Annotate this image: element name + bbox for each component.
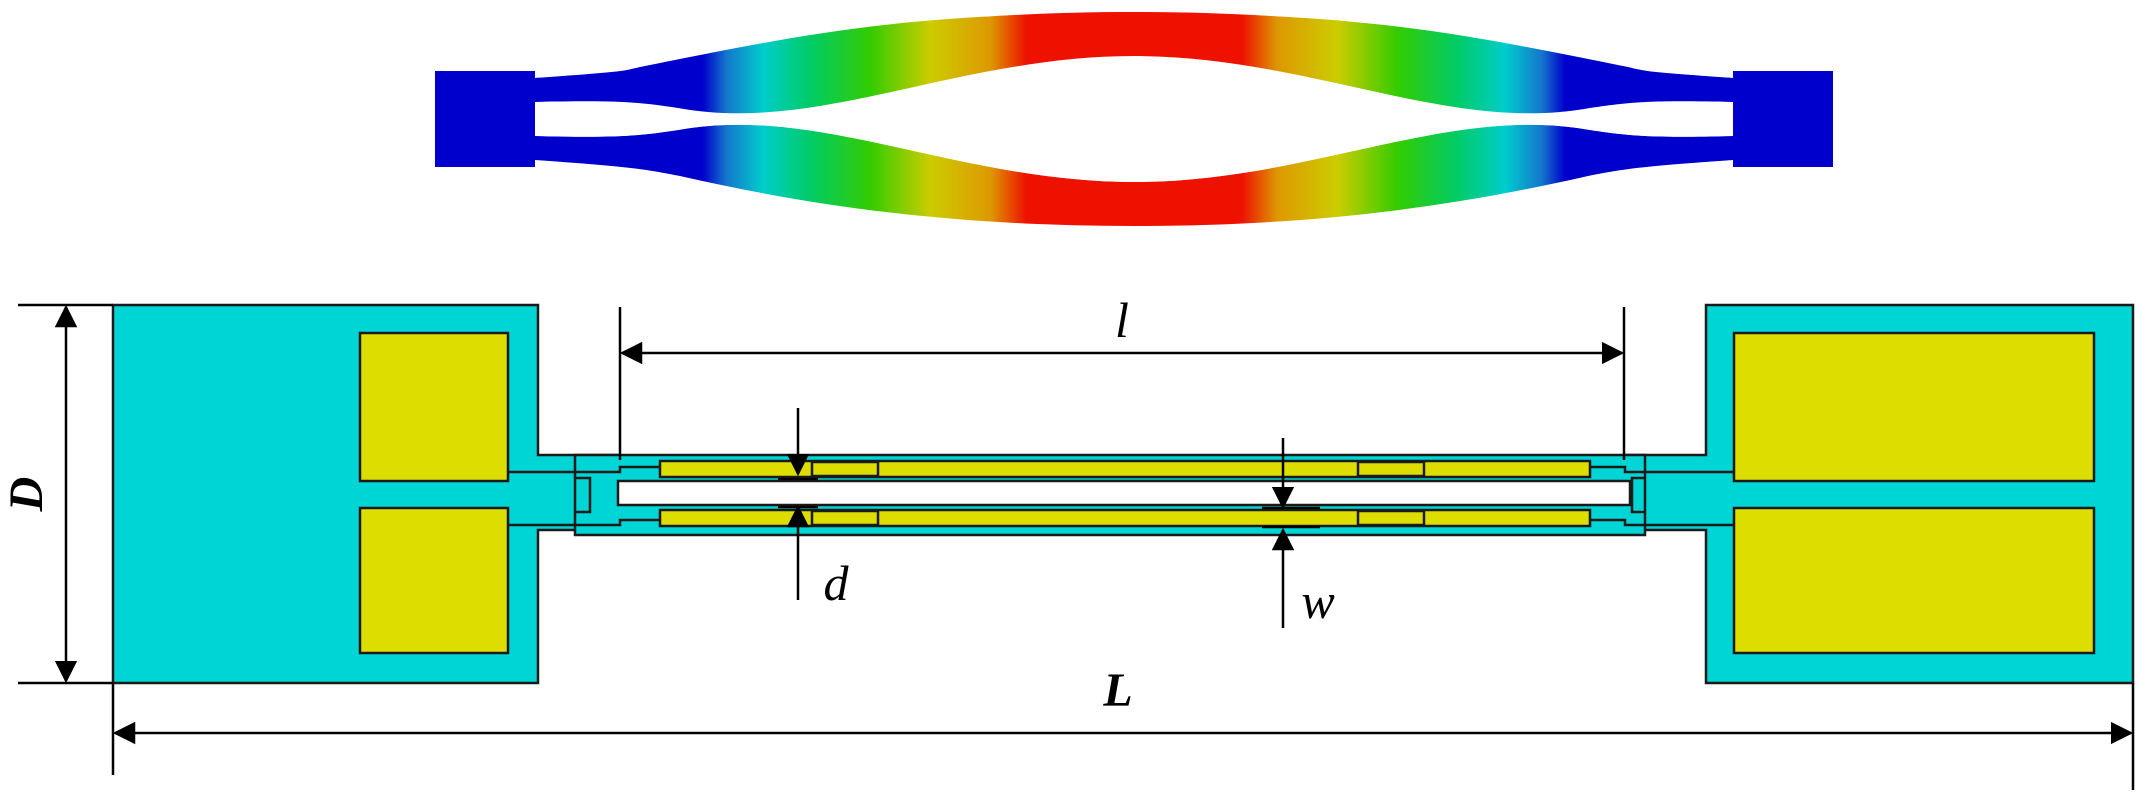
electrode-lower-right bbox=[1356, 509, 1426, 527]
mode-beam-upper-shape bbox=[535, 12, 1733, 114]
mode-anchor-right bbox=[1733, 71, 1833, 167]
mode-gap bbox=[535, 56, 1733, 182]
trace-right-bottom bbox=[1590, 518, 1734, 527]
trace-left-top bbox=[508, 465, 660, 474]
electrode-upper-right bbox=[1356, 460, 1426, 478]
beam-gap bbox=[616, 479, 1632, 507]
electrode-lower-left bbox=[810, 509, 880, 527]
label-L: L bbox=[1102, 664, 1132, 717]
label-D: D bbox=[0, 477, 53, 513]
pad-left-bottom bbox=[358, 506, 510, 655]
label-l: l bbox=[1115, 292, 1129, 348]
trace-right-top bbox=[1590, 465, 1734, 474]
beam-upper-metal bbox=[658, 459, 1592, 479]
trace-right-loop bbox=[1630, 476, 1645, 514]
trace-left-bottom bbox=[508, 518, 660, 527]
label-d: d bbox=[824, 555, 850, 611]
mode-anchor-left bbox=[435, 71, 535, 167]
electrode-upper-left bbox=[810, 460, 880, 478]
mode-gap-right-notch bbox=[1711, 108, 1733, 130]
dimensions: l L D d w bbox=[0, 292, 2135, 790]
beam-lower-metal bbox=[658, 508, 1592, 528]
mode-gap-left-notch bbox=[535, 108, 557, 130]
label-w: w bbox=[1301, 573, 1334, 629]
pad-right-bottom bbox=[1732, 506, 2096, 655]
mode-shape bbox=[435, 12, 1833, 226]
mode-beam-lower bbox=[535, 124, 1733, 226]
trace-left-loop bbox=[575, 476, 592, 514]
pad-left-top bbox=[358, 331, 510, 483]
pad-right-top bbox=[1732, 331, 2096, 483]
device-layout bbox=[111, 303, 2135, 685]
